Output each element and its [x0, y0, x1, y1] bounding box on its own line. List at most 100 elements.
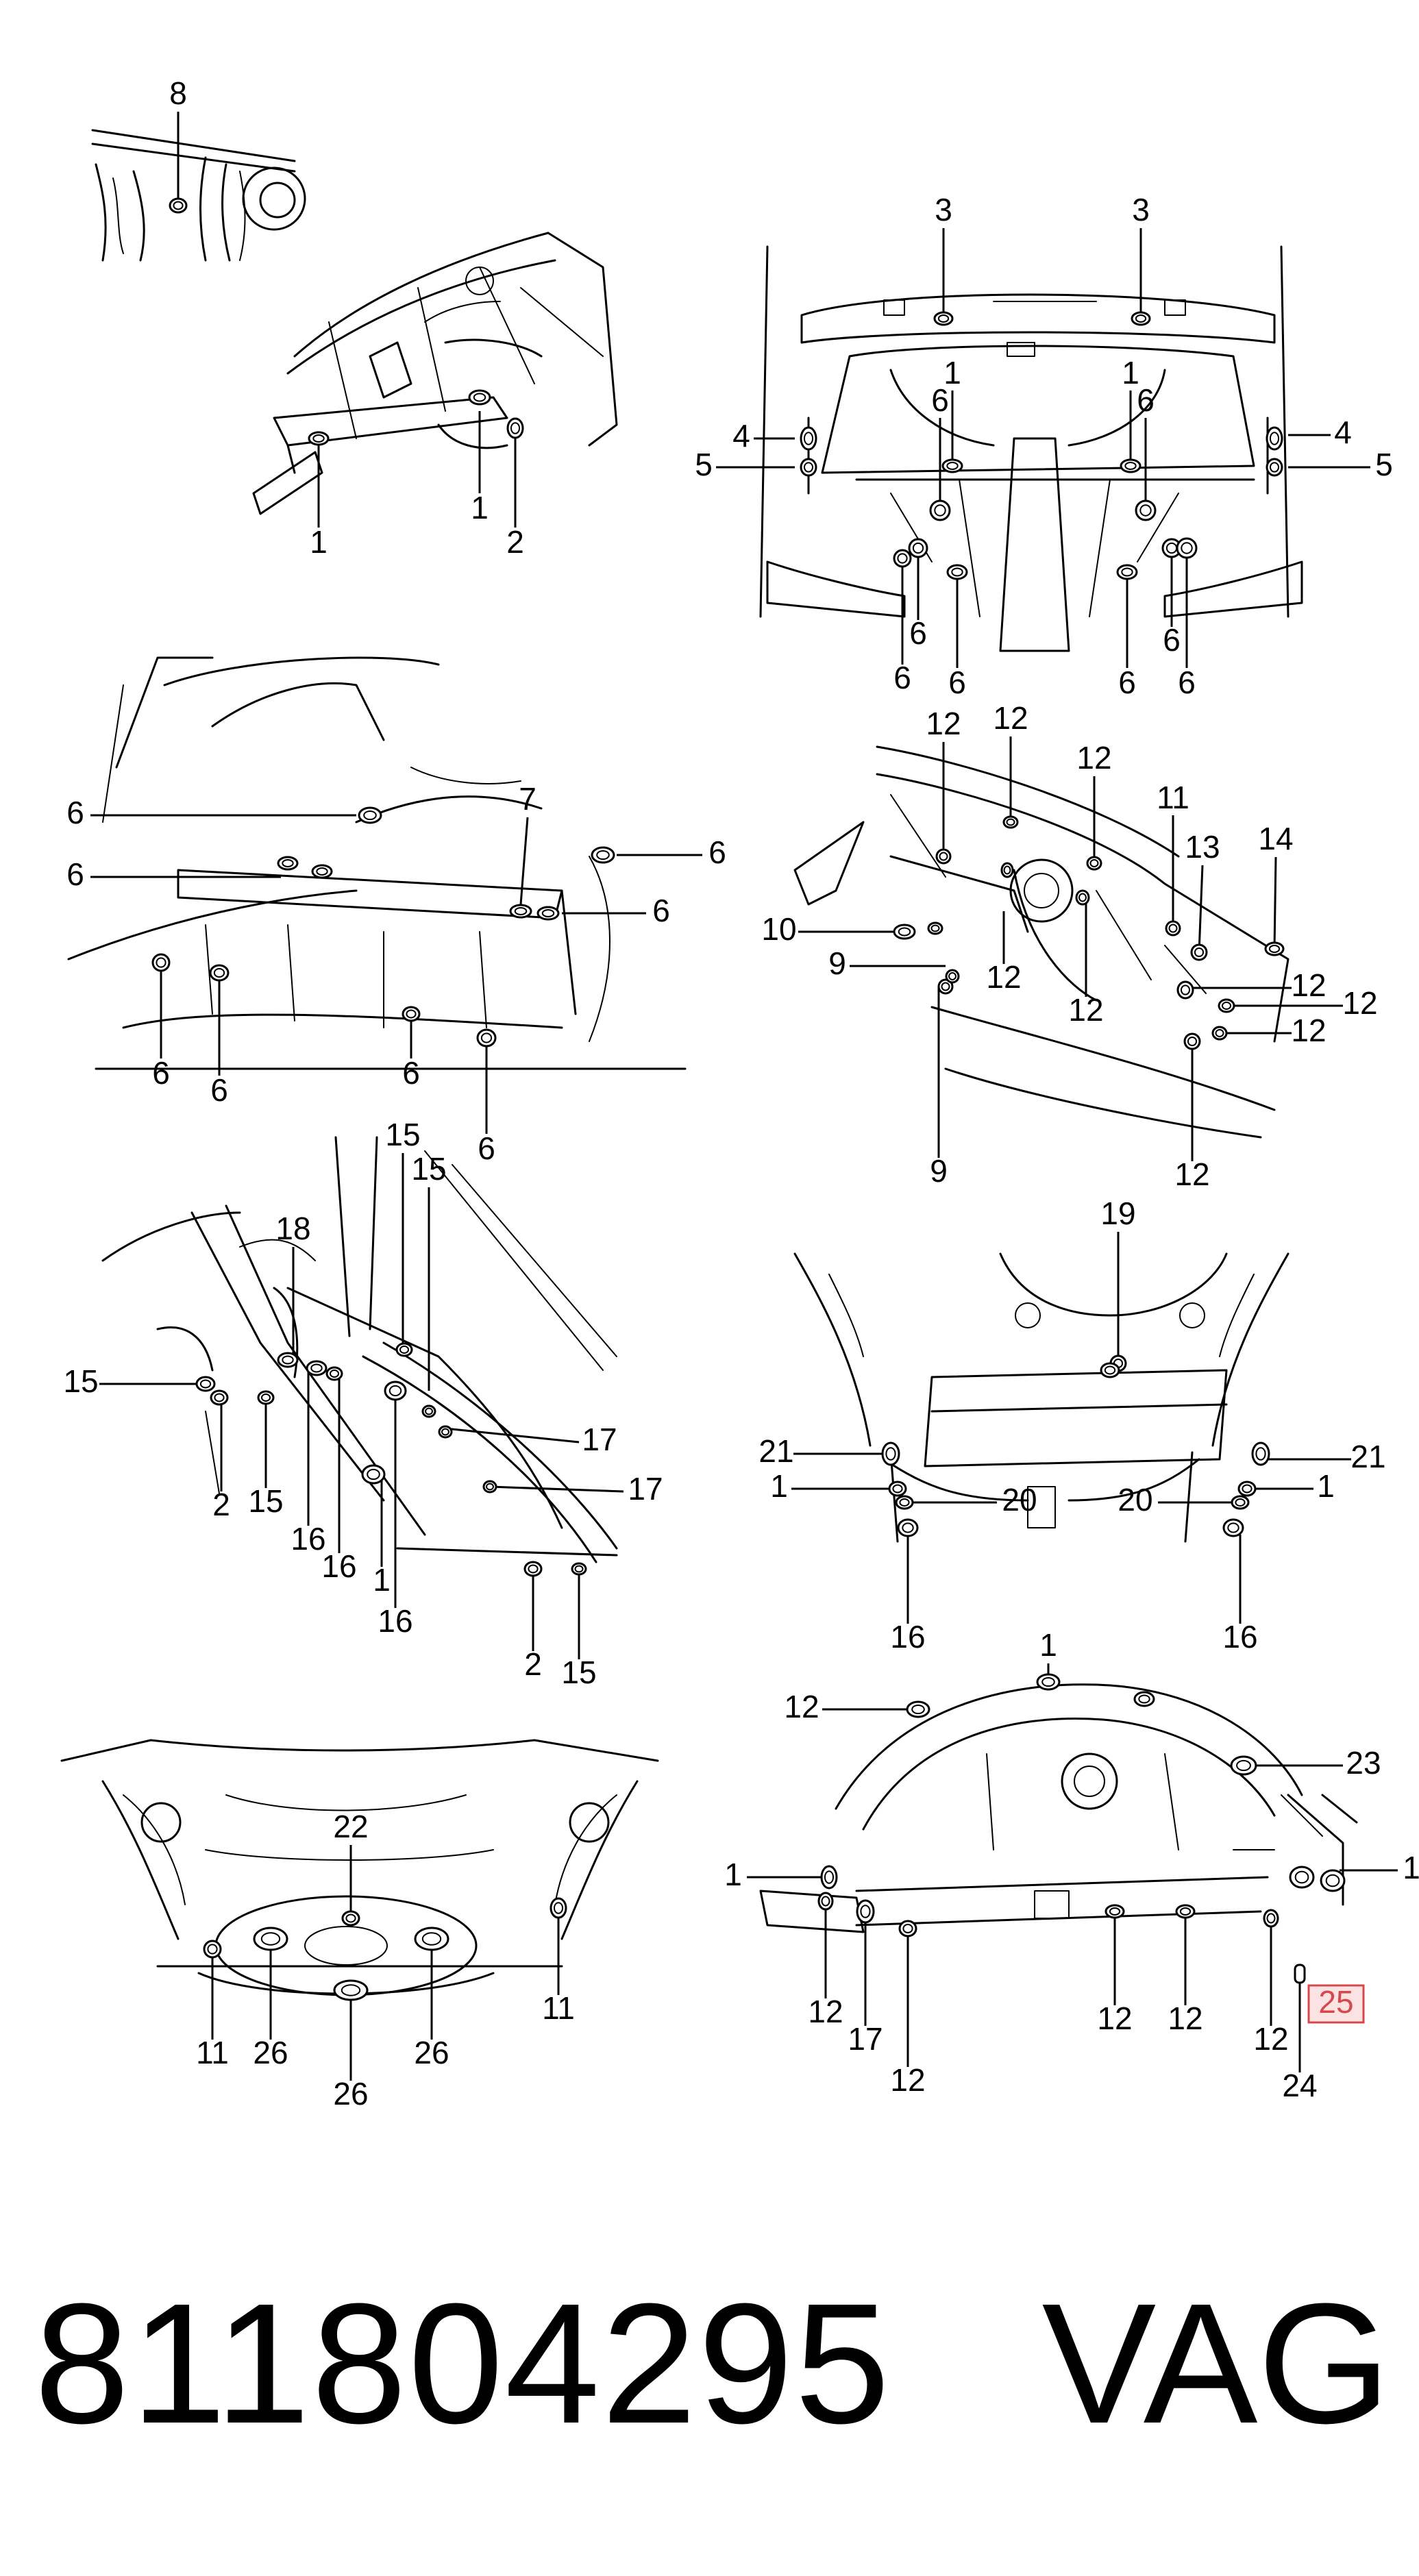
- leader-line: [489, 1485, 624, 1493]
- grommet-icon: [536, 906, 560, 921]
- callout-6: 6: [1163, 622, 1181, 658]
- grommet-icon: [946, 564, 968, 580]
- grommet-icon: [1218, 998, 1235, 1013]
- grommet-icon: [203, 1940, 222, 1959]
- grommet-icon: [1237, 1481, 1257, 1497]
- grommet-icon: [800, 426, 817, 451]
- callout-12: 12: [1097, 2001, 1132, 2036]
- part-number: 811804295: [34, 2268, 891, 2459]
- grommet-icon: [908, 538, 928, 558]
- grommet-icon: [509, 904, 532, 919]
- callout-15: 15: [248, 1483, 283, 1519]
- grommet-icon: [929, 499, 951, 521]
- grommet-icon: [1133, 1691, 1155, 1707]
- grommet-icon: [1183, 1032, 1201, 1050]
- grommet-icon: [1230, 1755, 1257, 1776]
- callout-1: 1: [943, 355, 961, 391]
- callout-2: 2: [506, 524, 524, 560]
- grommet-icon: [893, 924, 916, 940]
- grommet-icon: [895, 1495, 914, 1510]
- callout-6: 6: [893, 660, 911, 695]
- footer: 811804295 VAG: [27, 2261, 1391, 2466]
- callout-12: 12: [808, 1994, 843, 2029]
- callout-11: 11: [542, 1990, 575, 2026]
- grommet-icon: [1116, 564, 1138, 580]
- callout-25-highlight: 25: [1307, 1984, 1365, 2024]
- grommet-icon: [1231, 1495, 1250, 1510]
- grommet-icon: [571, 1562, 587, 1576]
- callout-16: 16: [1222, 1619, 1257, 1655]
- grommet-icon: [325, 1366, 343, 1381]
- grommet-icon: [476, 1028, 497, 1048]
- grommet-icon: [1289, 1866, 1315, 1889]
- grommet-icon: [897, 1518, 919, 1537]
- grommet-icon: [277, 856, 299, 871]
- callout-15: 15: [385, 1117, 420, 1152]
- callout-14: 14: [1258, 821, 1293, 856]
- callout-1: 1: [1317, 1468, 1335, 1504]
- leader-line: [1273, 856, 1277, 950]
- grommet-icon: [1135, 499, 1157, 521]
- callout-12: 12: [1076, 740, 1111, 776]
- callout-6: 6: [152, 1055, 170, 1091]
- grommet-icon: [358, 806, 382, 824]
- callout-1: 1: [770, 1468, 788, 1504]
- callout-18: 18: [275, 1211, 310, 1246]
- grommet-icon: [311, 864, 333, 879]
- grommet-icon: [1266, 458, 1283, 477]
- grommet-icon: [1086, 856, 1102, 871]
- callout-6: 6: [909, 615, 927, 651]
- grommet-icon: [550, 1897, 567, 1919]
- callout-1: 1: [1403, 1850, 1419, 1885]
- grommet-icon: [945, 969, 960, 984]
- grommet-icon: [169, 197, 188, 214]
- panel-1-linework: [91, 129, 306, 262]
- grommet-icon: [1222, 1518, 1244, 1537]
- panel-rear-body: [759, 245, 1303, 652]
- panel-wheel-well: [60, 1739, 659, 1996]
- grommet-icon: [1131, 311, 1151, 326]
- callout-5: 5: [1375, 447, 1393, 482]
- grommet-icon: [898, 1920, 917, 1937]
- grommet-icon: [941, 458, 963, 473]
- callout-1: 1: [373, 1562, 391, 1598]
- callout-6: 6: [1137, 382, 1155, 418]
- callout-12: 12: [890, 2062, 925, 2098]
- callout-10: 10: [761, 911, 796, 947]
- callout-3: 3: [1132, 192, 1150, 227]
- callout-26: 26: [253, 2035, 288, 2070]
- grommet-icon: [253, 1927, 288, 1951]
- callout-6: 6: [1178, 665, 1196, 700]
- grommet-icon: [1165, 920, 1181, 937]
- grommet-icon: [893, 549, 912, 568]
- grommet-icon: [1175, 1904, 1196, 1919]
- grommet-icon: [277, 1352, 299, 1368]
- grommet-icon: [1036, 1673, 1061, 1691]
- callout-9: 9: [930, 1153, 948, 1189]
- grommet-icon: [856, 1899, 875, 1924]
- highlight-box: [1307, 1984, 1365, 2024]
- callout-6: 6: [652, 893, 670, 928]
- callout-1: 1: [471, 490, 489, 525]
- callout-4: 4: [732, 418, 750, 454]
- leader-lines: [90, 112, 1398, 2081]
- grommet-icon: [209, 964, 230, 982]
- grommet-icon: [195, 1376, 216, 1392]
- callout-24: 24: [1282, 2068, 1317, 2103]
- grommet-icon: [257, 1390, 275, 1405]
- callout-12: 12: [1168, 2001, 1202, 2036]
- callout-20: 20: [1002, 1482, 1037, 1518]
- leader-line: [519, 817, 529, 905]
- callout-labels: 8 1 1 2 3 3 1 6 1 6 4 4 5 5 6 6 6 6 6 6 …: [63, 75, 1419, 2111]
- callout-6: 6: [210, 1072, 228, 1108]
- callout-12: 12: [926, 706, 961, 741]
- callout-25: 25: [1318, 1984, 1353, 2020]
- panel-1b-linework: [252, 232, 618, 515]
- callout-26: 26: [414, 2035, 449, 2070]
- panel-sill: [101, 1136, 618, 1563]
- callout-5: 5: [695, 447, 713, 482]
- grommet-icon: [1211, 1026, 1228, 1041]
- grommet-icon: [395, 1342, 413, 1357]
- grommet-icon: [361, 1464, 386, 1485]
